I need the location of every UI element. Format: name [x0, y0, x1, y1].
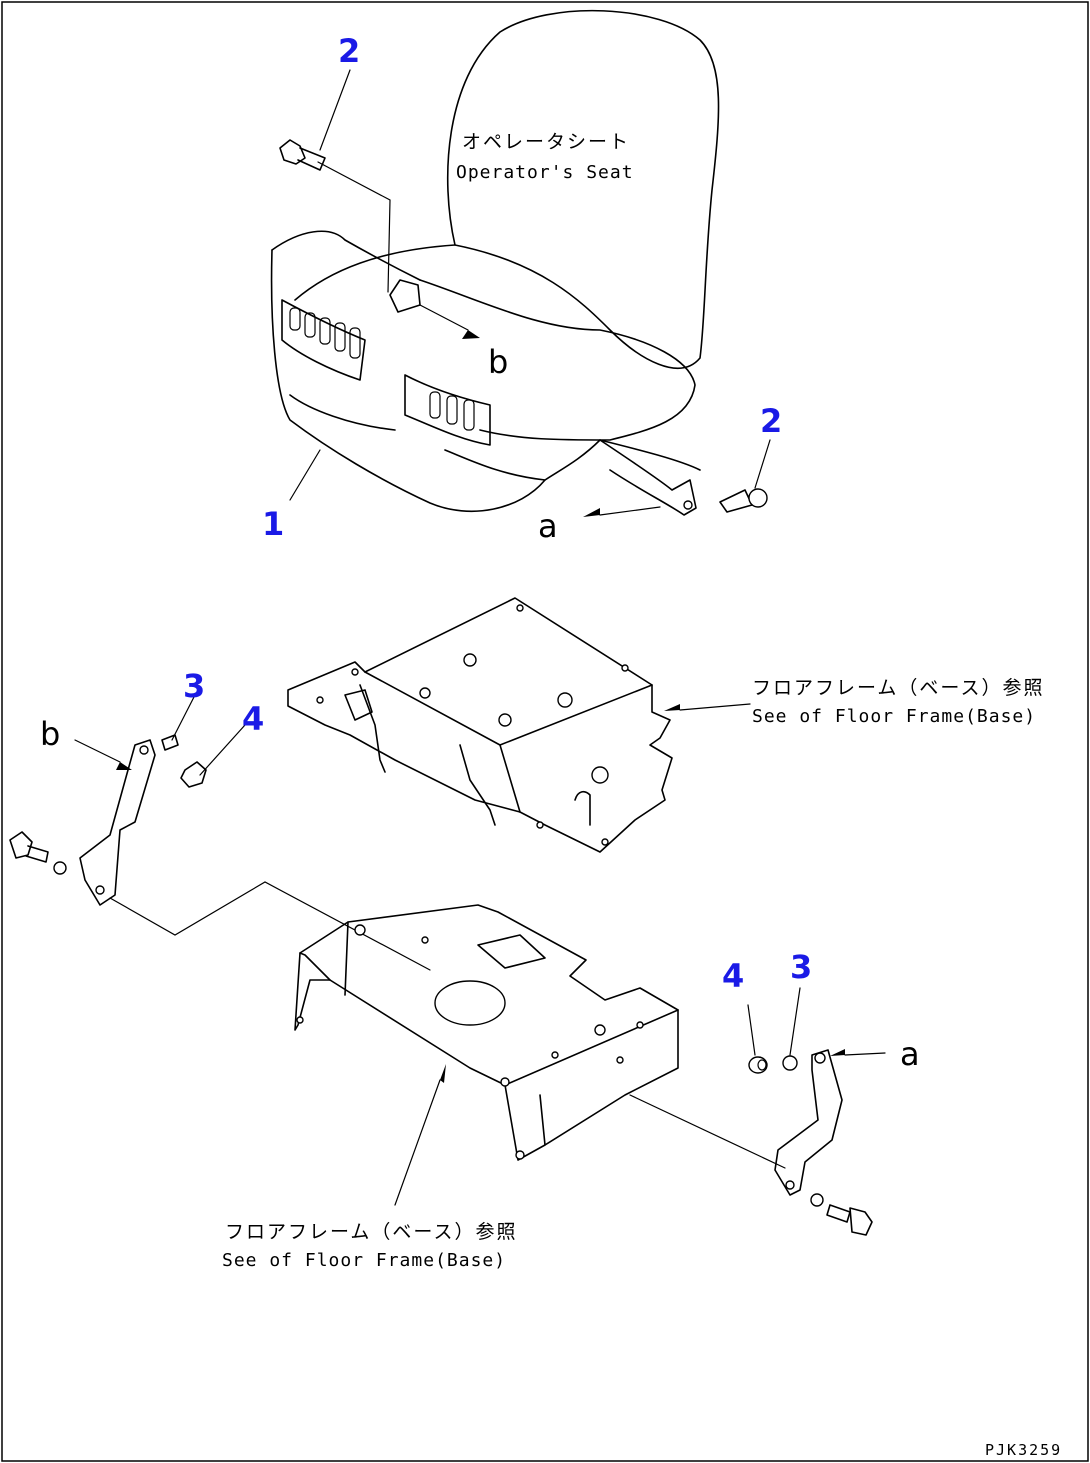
leader-floor-frame-lower — [394, 1079, 441, 1206]
floor-frame-ref-lower-en: See of Floor Frame(Base) — [222, 1250, 506, 1271]
operator-seat — [270, 9, 720, 516]
arrow-b-bracket-head — [116, 762, 132, 770]
arrow-floor-frame-upper — [664, 704, 680, 711]
leader-callout-2-top — [319, 69, 351, 151]
seat-label-jp: オペレータシート — [462, 131, 630, 153]
nut-4-right — [748, 1056, 768, 1074]
washer-3-left — [161, 734, 179, 751]
callout-3-right: 3 — [790, 948, 812, 986]
bracket-left — [79, 739, 156, 906]
bracket-right — [774, 1049, 843, 1196]
floor-frame-lower — [294, 904, 679, 1161]
arrow-floor-frame-lower — [440, 1064, 446, 1083]
callout-1: 1 — [262, 505, 284, 543]
bolt-right — [719, 488, 768, 513]
floor-frame-ref-lower-jp: フロアフレーム（ベース）参照 — [225, 1221, 517, 1243]
bolt-left — [9, 831, 67, 875]
leader-callout-4-right — [747, 1004, 756, 1056]
leader-floor-frame-upper — [679, 703, 751, 711]
callout-3-left: 3 — [183, 667, 205, 705]
callout-4-left: 4 — [242, 700, 264, 738]
floor-frame-upper — [287, 597, 673, 853]
callout-2-right: 2 — [760, 402, 782, 440]
connector-b-seat: b — [488, 343, 508, 381]
bolt-right-lower — [810, 1193, 873, 1236]
drawing-code: PJK3259 — [985, 1441, 1062, 1459]
arrow-b-seat-line — [419, 304, 469, 331]
bolt-top-left — [279, 139, 326, 171]
floor-frame-ref-upper-jp: フロアフレーム（ベース）参照 — [752, 677, 1044, 699]
leader-callout-3-left — [171, 694, 196, 741]
arrow-a-bracket-head — [830, 1049, 845, 1056]
leader-callout-4-left — [199, 724, 246, 776]
leader-callout-2-right — [754, 439, 771, 489]
connector-a-bracket: a — [900, 1035, 920, 1073]
arrow-a-seat-head — [583, 508, 600, 517]
leader-bolt-2-top — [317, 161, 391, 293]
connector-a-seat: a — [538, 507, 558, 545]
seat-label-en: Operator's Seat — [456, 162, 634, 183]
arrow-a-seat-line — [599, 506, 661, 516]
floor-frame-ref-upper-en: See of Floor Frame(Base) — [752, 706, 1036, 727]
nut-4-left — [180, 761, 207, 788]
callout-2-top: 2 — [338, 32, 360, 70]
leader-callout-3-right — [789, 987, 801, 1056]
link-line-left — [109, 881, 431, 971]
arrow-a-bracket-line — [844, 1052, 886, 1056]
connector-b-bracket: b — [40, 715, 60, 753]
link-line-right — [629, 1094, 786, 1169]
callout-4-right: 4 — [722, 957, 744, 995]
washer-3-right — [782, 1055, 798, 1071]
arrow-b-seat-head — [462, 330, 480, 339]
leader-callout-1 — [289, 449, 321, 501]
arrow-b-bracket-line — [74, 739, 121, 763]
